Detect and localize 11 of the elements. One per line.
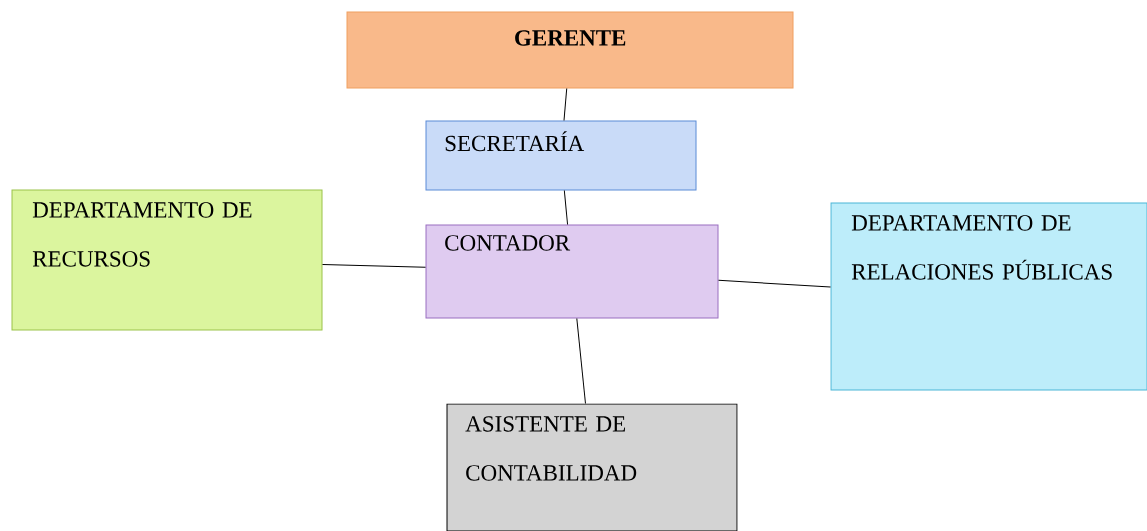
org-box: ASISTENTE DE CONTABILIDAD bbox=[446, 403, 738, 531]
connector-line bbox=[563, 88, 568, 121]
connector-line bbox=[576, 318, 586, 404]
org-box: DEPARTAMENTO DE RECURSOS bbox=[11, 189, 323, 331]
org-box: GERENTE bbox=[346, 11, 794, 89]
connector-line bbox=[322, 263, 426, 268]
org-box: DEPARTAMENTO DE RELACIONES PÚBLICAS bbox=[830, 202, 1147, 391]
org-box: SECRETARÍA bbox=[425, 120, 697, 191]
connector-line bbox=[718, 279, 831, 288]
org-box: CONTADOR bbox=[425, 224, 719, 319]
connector-line bbox=[563, 190, 569, 225]
